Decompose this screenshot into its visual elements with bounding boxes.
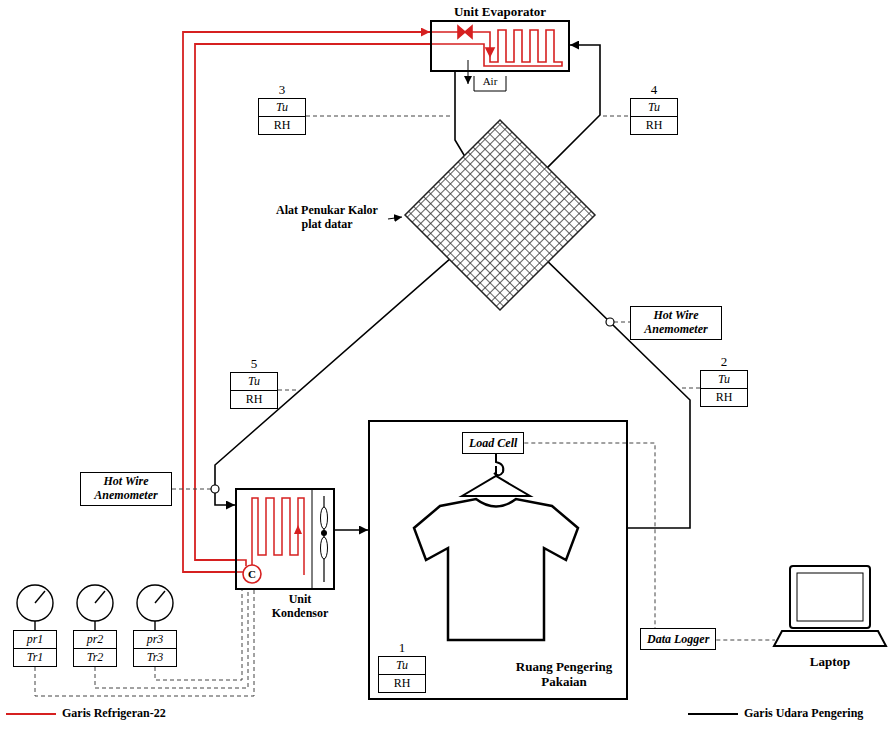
signal-wire [716,640,775,641]
load-cell-box: Load Cell [462,432,524,454]
gauge-box: pr3Tr3 [133,630,177,667]
part-label: Alat Penukar Kalor plat datar [268,203,386,232]
sensor-text: RH [259,117,305,134]
device-label: Laptop [775,560,885,670]
gauge-text: Tr2 [74,649,116,666]
sensor-text: Tu [701,371,747,389]
legend-text: Garis Udara Pengering [744,706,863,721]
sensor-text: Tu [631,99,677,117]
refrigerant-line [195,44,430,560]
refrigerant-line [183,32,430,572]
evaporator-unit: Unit Evaporator [430,20,570,72]
unit-title: Unit Evaporator [402,4,598,20]
condensate-tray [468,60,506,91]
heat-exchanger [405,120,595,310]
drying-chamber: Ruang Pengering Pakaian Load Cell 1TuRH [368,420,628,700]
sensor-box: 2TuRH [700,370,748,407]
gauge-text: Tr3 [134,649,176,666]
anemometer-box: Hot Wire Anemometer [80,472,172,506]
chamber-title: Ruang Pengering Pakaian [508,659,620,690]
gauge-text: pr2 [74,631,116,649]
sensor-text: RH [231,391,277,408]
sensor-box: 1TuRH [378,656,426,693]
sensor-box: 4TuRH [630,98,678,135]
sensor-text: Tu [231,373,277,391]
gauge-box: pr2Tr2 [73,630,117,667]
legend-item: Garis Udara Pengering [688,706,863,721]
air-duct [335,529,368,531]
condenser-internals [235,490,328,588]
callout-number: 3 [259,82,305,98]
sensor-leaders [172,116,700,489]
callout-number: 4 [631,82,677,98]
sensor-text: RH [631,117,677,134]
pressure-gauges [17,585,173,630]
callout-number: 1 [379,640,425,656]
gauge-box: pr1Tr1 [13,630,57,667]
sensor-box: 5TuRH [230,372,278,409]
laptop-icon [774,566,886,646]
callout-number: 2 [701,354,747,370]
sensor-text: RH [701,389,747,406]
box-label: Data Logger [647,631,709,647]
sensor-text: Tu [259,99,305,117]
sensor-text: RH [379,675,425,692]
gauge-text: pr1 [14,631,56,649]
box-label: Load Cell [469,435,517,451]
legend-text: Garis Refrigeran-22 [62,706,166,721]
sensor-box: 3TuRH [258,98,306,135]
box-label: Hot Wire Anemometer [85,475,167,503]
air-duct [500,45,690,528]
data-logger-box: Data Logger [640,628,716,650]
anemometer-probe [211,318,614,493]
box-label: Hot Wire Anemometer [635,309,717,337]
anemometer-box: Hot Wire Anemometer [630,306,722,340]
legend-line-sample [6,709,56,719]
unit-title: Unit Kondensor [260,592,340,621]
callout-number: 5 [231,356,277,372]
sensor-text: Tu [379,657,425,675]
laptop: Laptop [775,560,885,670]
shirt-on-hanger [414,454,578,640]
gauge-text: Tr1 [14,649,56,666]
callout-arrow [388,217,402,219]
part-label: Air [476,75,504,88]
gauge-text: pr3 [134,631,176,649]
symbol-letter: C [245,566,259,582]
legend-line-sample [688,709,738,719]
evaporator-coil [432,26,562,66]
legend-item: Garis Refrigeran-22 [6,706,166,721]
air-duct [215,72,500,505]
